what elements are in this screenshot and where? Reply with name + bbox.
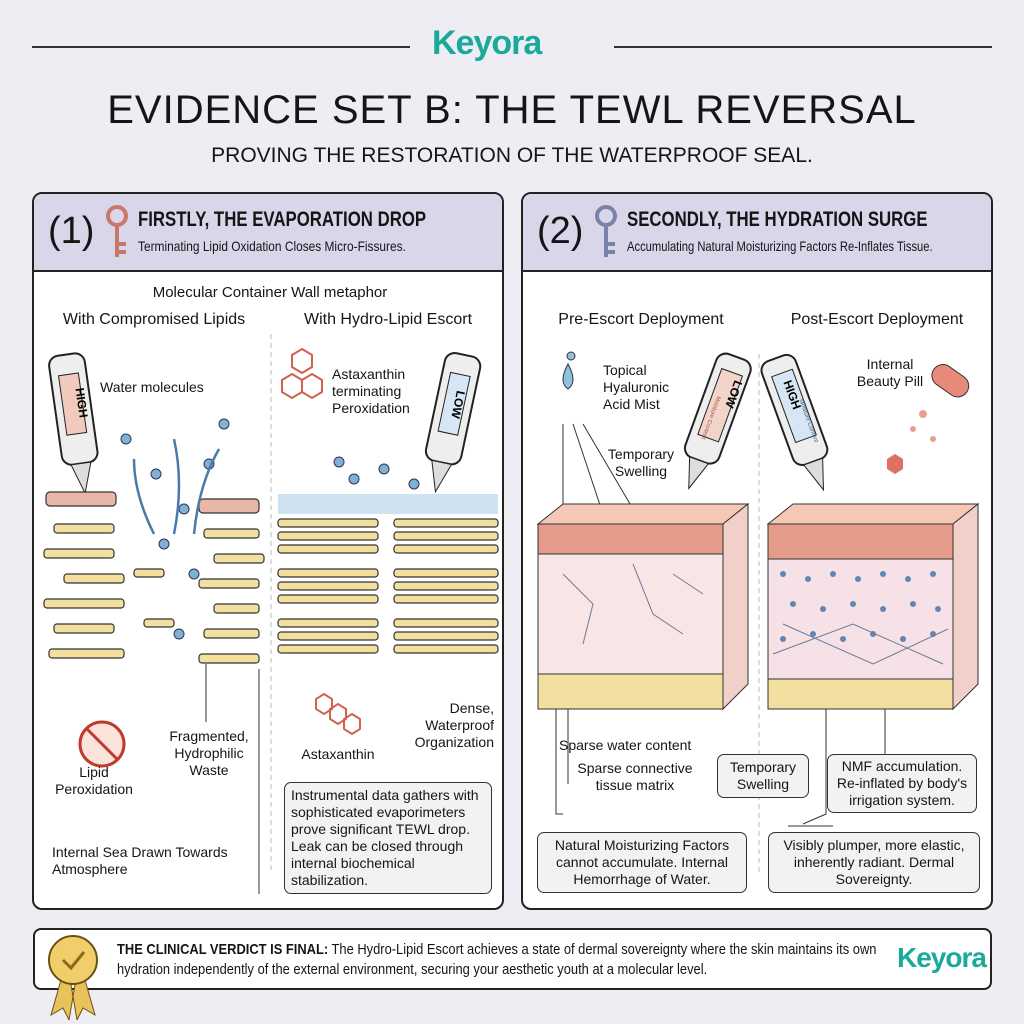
brand-logo: Keyora	[432, 24, 542, 62]
right-heading: With Hydro-Lipid Escort	[303, 311, 473, 328]
label-water-molecules: Water molecules	[100, 379, 204, 395]
panel-header: (1) FIRSTLY, THE EVAPORATION DROP Termin…	[34, 194, 502, 272]
footer-logo: Keyora	[897, 942, 987, 973]
meter-high-icon: HIGH	[48, 352, 99, 495]
label-lipid-peroxidation: Lipid Peroxidation	[55, 764, 133, 797]
panel-number: (2)	[537, 210, 584, 252]
astaxanthin-structure-icon	[315, 692, 361, 736]
meter-low-icon: LOW	[424, 352, 482, 494]
panel-title: FIRSTLY, THE EVAPORATION DROP	[138, 208, 427, 231]
label-dense-organization: Dense, Waterproof Organization	[414, 700, 494, 750]
label-sparse-water: Sparse water content	[559, 737, 692, 753]
label-hyaluronic-mist: Topical Hyaluronic Acid Mist	[603, 362, 670, 412]
right-heading: Post-Escort Deployment	[790, 311, 964, 328]
compromised-lipid-illustration: HIGH LOW	[43, 334, 499, 894]
evaporimeter-note: Instrumental data gathers with sophistic…	[284, 782, 492, 894]
pill-icon	[931, 364, 970, 398]
diagram-caption: Molecular Container Wall metaphor	[152, 284, 388, 301]
panel-hydration-surge: (2) SECONDLY, THE HYDRATION SURGE Accumu…	[521, 192, 993, 910]
verdict-banner: THE CLINICAL VERDICT IS FINAL: The Hydro…	[33, 928, 992, 1020]
label-sparse-matrix: Sparse connective tissue matrix	[577, 760, 693, 793]
verdict-text: THE CLINICAL VERDICT IS FINAL: The Hydro…	[117, 940, 891, 980]
panel-evaporation-drop: (1) FIRSTLY, THE EVAPORATION DROP Termin…	[32, 192, 504, 910]
label-astaxanthin: Astaxanthin	[301, 746, 375, 762]
label-internal-sea: Internal Sea Drawn Towards Atmosphere	[52, 844, 228, 877]
astaxanthin-molecule-icon	[281, 347, 323, 400]
left-heading: Pre-Escort Deployment	[558, 311, 724, 328]
key-icon	[106, 205, 128, 257]
panel-subtitle: Terminating Lipid Oxidation Closes Micro…	[138, 238, 406, 254]
label-beauty-pill: Internal Beauty Pill	[856, 356, 924, 389]
divider-right	[614, 46, 992, 48]
meter-high-label: HIGH	[73, 387, 91, 419]
mist-drop-icon	[562, 351, 576, 390]
left-heading: With Compromised Lipids	[62, 311, 246, 328]
verdict-lead: THE CLINICAL VERDICT IS FINAL:	[117, 941, 329, 958]
page-subtitle: PROVING THE RESTORATION OF THE WATERPROO…	[211, 144, 813, 167]
label-astaxanthin-terminating: Astaxanthin terminating Peroxidation	[332, 366, 410, 416]
post-skin-block	[766, 502, 980, 711]
award-ribbon-icon	[48, 935, 98, 1020]
page-title: EVIDENCE SET B: THE TEWL REVERSAL	[107, 88, 917, 132]
panel-subtitle: Accumulating Natural Moisturizing Factor…	[627, 238, 933, 254]
pre-skin-block	[536, 502, 750, 711]
meter-low-label: LOW	[448, 389, 468, 420]
verdict-body: The Hydro-Lipid Escort achieves a state …	[117, 941, 877, 978]
label-temporary-swelling: Temporary Swelling	[607, 446, 675, 479]
panel-title: SECONDLY, THE HYDRATION SURGE	[627, 208, 928, 231]
key-icon	[595, 205, 617, 257]
panel-header: (2) SECONDLY, THE HYDRATION SURGE Accumu…	[523, 194, 991, 272]
divider-left	[32, 46, 410, 48]
nmf-accumulation-box: NMF accumulation. Re-inflated by body's …	[827, 754, 977, 813]
temporary-swelling-box: Temporary Swelling	[717, 754, 809, 798]
panel-number: (1)	[48, 210, 95, 252]
post-escort-note: Visibly plumper, more elastic, inherentl…	[768, 832, 980, 893]
label-fragmented-waste: Fragmented, Hydrophilic Waste	[169, 728, 249, 778]
pre-escort-note: Natural Moisturizing Factors cannot accu…	[537, 832, 747, 893]
